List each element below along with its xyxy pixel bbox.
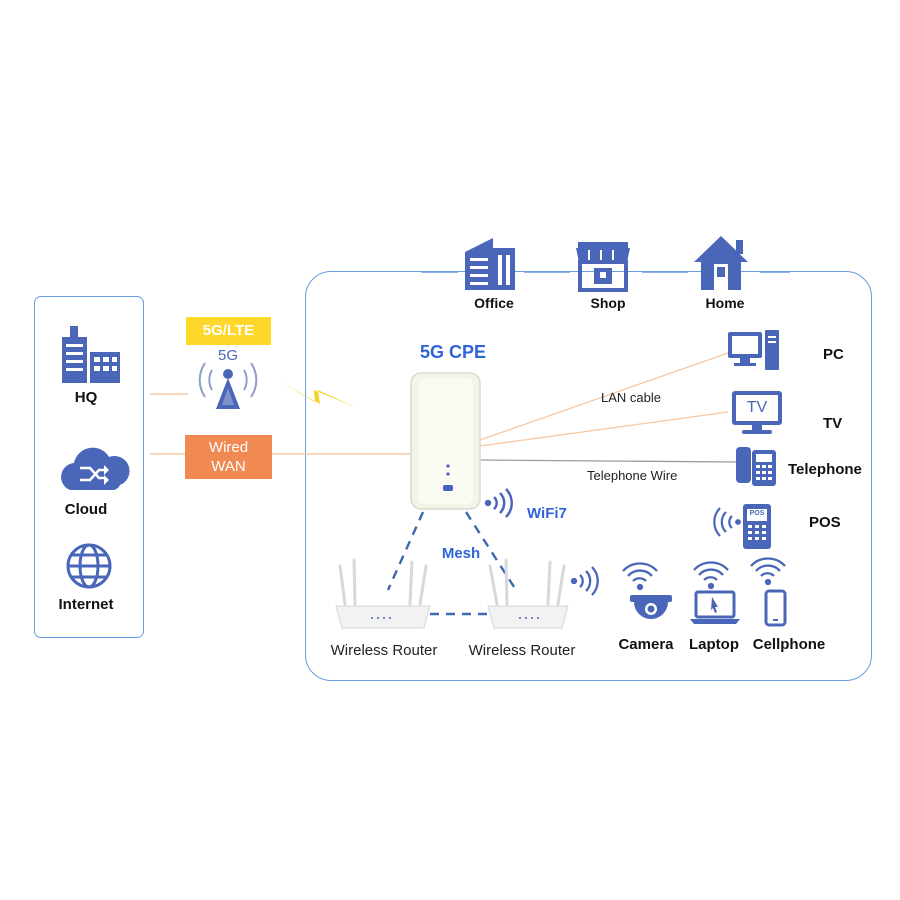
wired-tag-line1: Wired (208, 439, 249, 456)
wireless-router-1-label: Wireless Router (330, 642, 438, 659)
cloud-icon (61, 447, 130, 490)
cpe-device (410, 372, 481, 510)
mesh-label: Mesh (441, 545, 481, 562)
shop-label: Shop (590, 295, 626, 311)
office-building-icon (465, 238, 515, 290)
laptop-wifi-icon (693, 561, 729, 590)
wireless-router-2 (487, 558, 569, 629)
pc-label: PC (823, 346, 844, 363)
lan-line-pc (479, 352, 729, 441)
telephone-label: Telephone (788, 461, 862, 478)
telephone-icon (736, 447, 776, 486)
internet-label: Internet (58, 596, 114, 613)
lightning-icon (277, 380, 357, 408)
pos-icon (713, 504, 771, 549)
mesh-lines (386, 511, 518, 616)
telephone-wire-label: Telephone Wire (587, 468, 678, 483)
sources-panel (34, 296, 144, 638)
lan-cable-label: LAN cable (601, 390, 661, 405)
home-label: Home (705, 295, 745, 311)
wired-tag-line2: WAN (211, 458, 246, 475)
cpe-title: 5G CPE (419, 342, 487, 362)
camera-icon (630, 595, 672, 619)
cloud-label: Cloud (64, 501, 108, 518)
wifi-signal-icon (484, 488, 513, 518)
cell-tower-icon (198, 362, 258, 409)
hq-label: HQ (74, 389, 98, 406)
tower-label: 5G (217, 347, 239, 364)
cellphone-icon (764, 589, 787, 627)
office-label: Office (474, 295, 514, 311)
hq-buildings-icon (62, 326, 120, 383)
pos-screen-text: POS (749, 510, 765, 517)
tv-screen-text: TV (746, 399, 768, 416)
cellphone-label: Cellphone (752, 636, 826, 653)
tv-label: TV (823, 415, 843, 432)
wireless-router-2-label: Wireless Router (468, 642, 576, 659)
wifi7-label: WiFi7 (527, 505, 567, 522)
shop-icon (576, 242, 630, 292)
lan-line-tv (479, 411, 729, 447)
wireless-router-1 (335, 558, 431, 629)
pc-icon (728, 330, 779, 370)
phone-line (479, 459, 737, 463)
globe-icon (66, 543, 112, 589)
site-panel (305, 271, 872, 681)
laptop-icon (690, 590, 740, 624)
home-icon (694, 236, 748, 290)
tv-icon (732, 391, 782, 434)
camera-label: Camera (618, 636, 674, 653)
router-wifi-icon (570, 566, 599, 596)
pos-label: POS (809, 514, 841, 531)
camera-wifi-icon (622, 562, 658, 591)
laptop-label: Laptop (689, 636, 739, 653)
wired-wan-tag: Wired WAN (185, 435, 272, 479)
cellphone-wifi-icon (750, 557, 786, 586)
lte-tag: 5G/LTE (186, 317, 271, 345)
